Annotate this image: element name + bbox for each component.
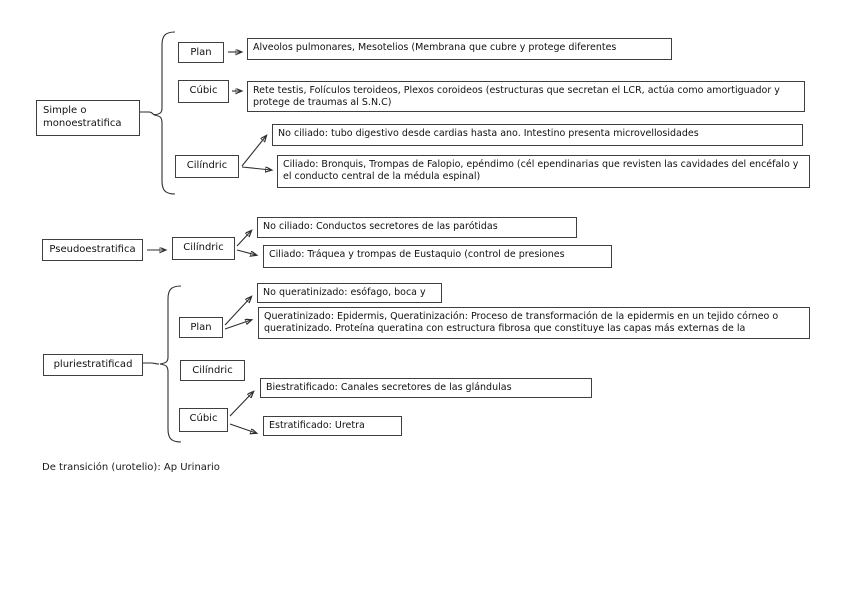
leaf-simple-cubic-rete: Rete testis, Folículos teroideos, Plexos… [247, 81, 805, 112]
brace-pluri [159, 285, 182, 443]
node-simple-root: Simple o monoestratifica [36, 100, 140, 136]
node-pluri-cubic: Cúbic [179, 408, 228, 432]
arrow-simple-cilindric-up [241, 136, 266, 167]
node-pluri-root: pluriestratificad [43, 354, 143, 376]
leaf-pluri-biestratificado: Biestratificado: Canales secretores de l… [260, 378, 592, 398]
arrow-pluri-plan-down [224, 320, 251, 330]
leaf-pseudo-no-ciliado: No ciliado: Conductos secretores de las … [257, 217, 577, 238]
brace-simple [153, 31, 176, 195]
node-pseudo-root: Pseudoestratifica [42, 239, 143, 261]
arrow-pseudo-cilindric-up [236, 231, 251, 247]
leaf-simple-cilindric-no-ciliado: No ciliado: tubo digestivo desde cardias… [272, 124, 803, 146]
arrow-simple-cilindric-down [241, 166, 271, 170]
leaf-simple-plan-alveolos: Alveolos pulmonares, Mesotelios (Membran… [247, 38, 672, 60]
footer-note-transicion: De transición (urotelio): Ap Urinario [42, 462, 220, 473]
connector-pluri-root [143, 362, 160, 365]
leaf-pluri-queratinizado: Queratinizado: Epidermis, Queratinizació… [258, 307, 810, 339]
node-simple-cubic: Cúbic [178, 80, 229, 103]
leaf-simple-cilindric-ciliado: Ciliado: Bronquis, Trompas de Falopio, e… [277, 155, 810, 188]
node-pluri-cilindric: Cilíndric [180, 360, 245, 381]
connector-simple-root [140, 111, 157, 116]
leaf-pseudo-ciliado: Ciliado: Tráquea y trompas de Eustaquio … [263, 245, 612, 268]
arrow-pluri-cubic-down [229, 423, 256, 433]
node-pseudo-cilindric: Cilíndric [172, 237, 235, 260]
node-simple-cilindric: Cilíndric [175, 155, 239, 178]
leaf-pluri-estratificado: Estratificado: Uretra [263, 416, 402, 436]
arrow-pseudo-cilindric-down [236, 249, 256, 255]
leaf-pluri-no-queratinizado: No queratinizado: esófago, boca y [257, 283, 442, 303]
node-simple-plan: Plan [178, 42, 224, 63]
arrow-pluri-cubic-up [229, 392, 253, 417]
node-pluri-plan: Plan [179, 317, 223, 338]
arrow-pluri-plan-up [224, 297, 251, 326]
